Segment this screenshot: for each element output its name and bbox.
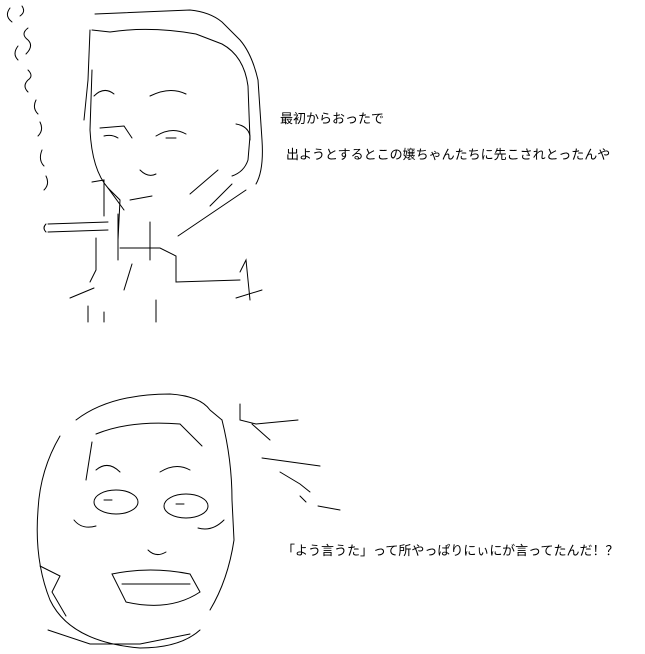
panel-smoking-man: 最初からおったで 出ようとするとこの嬢ちゃんたちに先こされとったんや [6, 5, 611, 323]
dialogue-line: 出ようとするとこの嬢ちゃんたちに先こされとったんや [286, 148, 611, 163]
panel-round-face: 「よう言うた」って所やっぱりにぃにが言ってたんだ！？ [0, 380, 645, 654]
dialogue-line: 最初からおったで [280, 112, 385, 127]
smoking-man-ascii-art [6, 5, 263, 323]
round-face-ascii-art [36, 393, 341, 649]
dialogue-line: 「よう言うた」って所やっぱりにぃにが言ってたんだ！？ [282, 544, 619, 559]
